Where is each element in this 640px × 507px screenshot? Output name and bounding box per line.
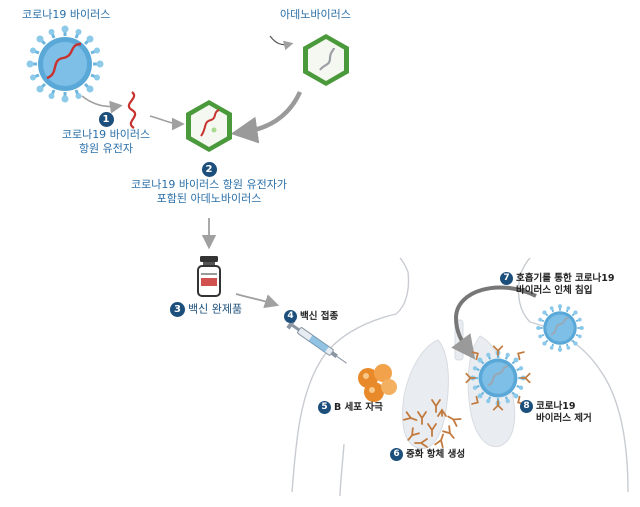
label-adenovirus: 아데노바이러스 bbox=[280, 8, 351, 21]
step-badge-8: 8 bbox=[520, 400, 533, 413]
coronavirus-neutralized-icon bbox=[465, 345, 531, 411]
label-remove-line1: 코로나19 bbox=[536, 401, 576, 412]
step-badge-2: 2 bbox=[201, 162, 217, 177]
adenovirus-icon bbox=[303, 34, 349, 86]
step-badge-4: 4 bbox=[284, 310, 297, 323]
step-2-label: 2 코로나19 바이러스 항원 유전자가 포함된 아데노바이러스 bbox=[116, 162, 302, 206]
adenovirus-with-gene-icon bbox=[186, 100, 232, 152]
step-badge-5: 5 bbox=[318, 401, 331, 414]
step-1-label: 1 코로나19 바이러스 항원 유전자 bbox=[58, 112, 154, 156]
vaccine-vial-icon bbox=[197, 256, 221, 297]
step-badge-1: 1 bbox=[98, 112, 114, 127]
label-antigen-gene-line1: 코로나19 바이러스 bbox=[61, 128, 151, 141]
step-badge-6: 6 bbox=[390, 448, 403, 461]
label-remove-line2: 바이러스 제거 bbox=[536, 413, 592, 424]
label-combined-line1: 코로나19 바이러스 항원 유전자가 bbox=[130, 178, 288, 191]
coronavirus-icon bbox=[25, 24, 105, 104]
step-badge-3: 3 bbox=[170, 302, 185, 317]
label-invade-line1: 호흡기를 통한 코로나19 bbox=[516, 273, 615, 284]
antibody-icon bbox=[402, 399, 462, 449]
label-vaccine: 백신 완제품 bbox=[188, 302, 243, 316]
b-cell-icon bbox=[358, 364, 397, 402]
label-bcell: B 세포 자극 bbox=[334, 402, 383, 413]
rna-strand-icon bbox=[127, 91, 137, 129]
label-antibody: 중화 항체 생성 bbox=[406, 449, 466, 460]
step-badge-7: 7 bbox=[500, 272, 513, 285]
coronavirus-invading-icon bbox=[535, 303, 585, 353]
label-inject: 백신 접종 bbox=[300, 311, 339, 322]
label-combined-line2: 포함된 아데노바이러스 bbox=[156, 192, 262, 205]
label-invade-line2: 바이러스 인체 침입 bbox=[516, 285, 593, 296]
syringe-icon bbox=[286, 318, 347, 364]
label-corona-virus: 코로나19 바이러스 bbox=[22, 8, 111, 21]
label-antigen-gene-line2: 항원 유전자 bbox=[78, 142, 134, 155]
